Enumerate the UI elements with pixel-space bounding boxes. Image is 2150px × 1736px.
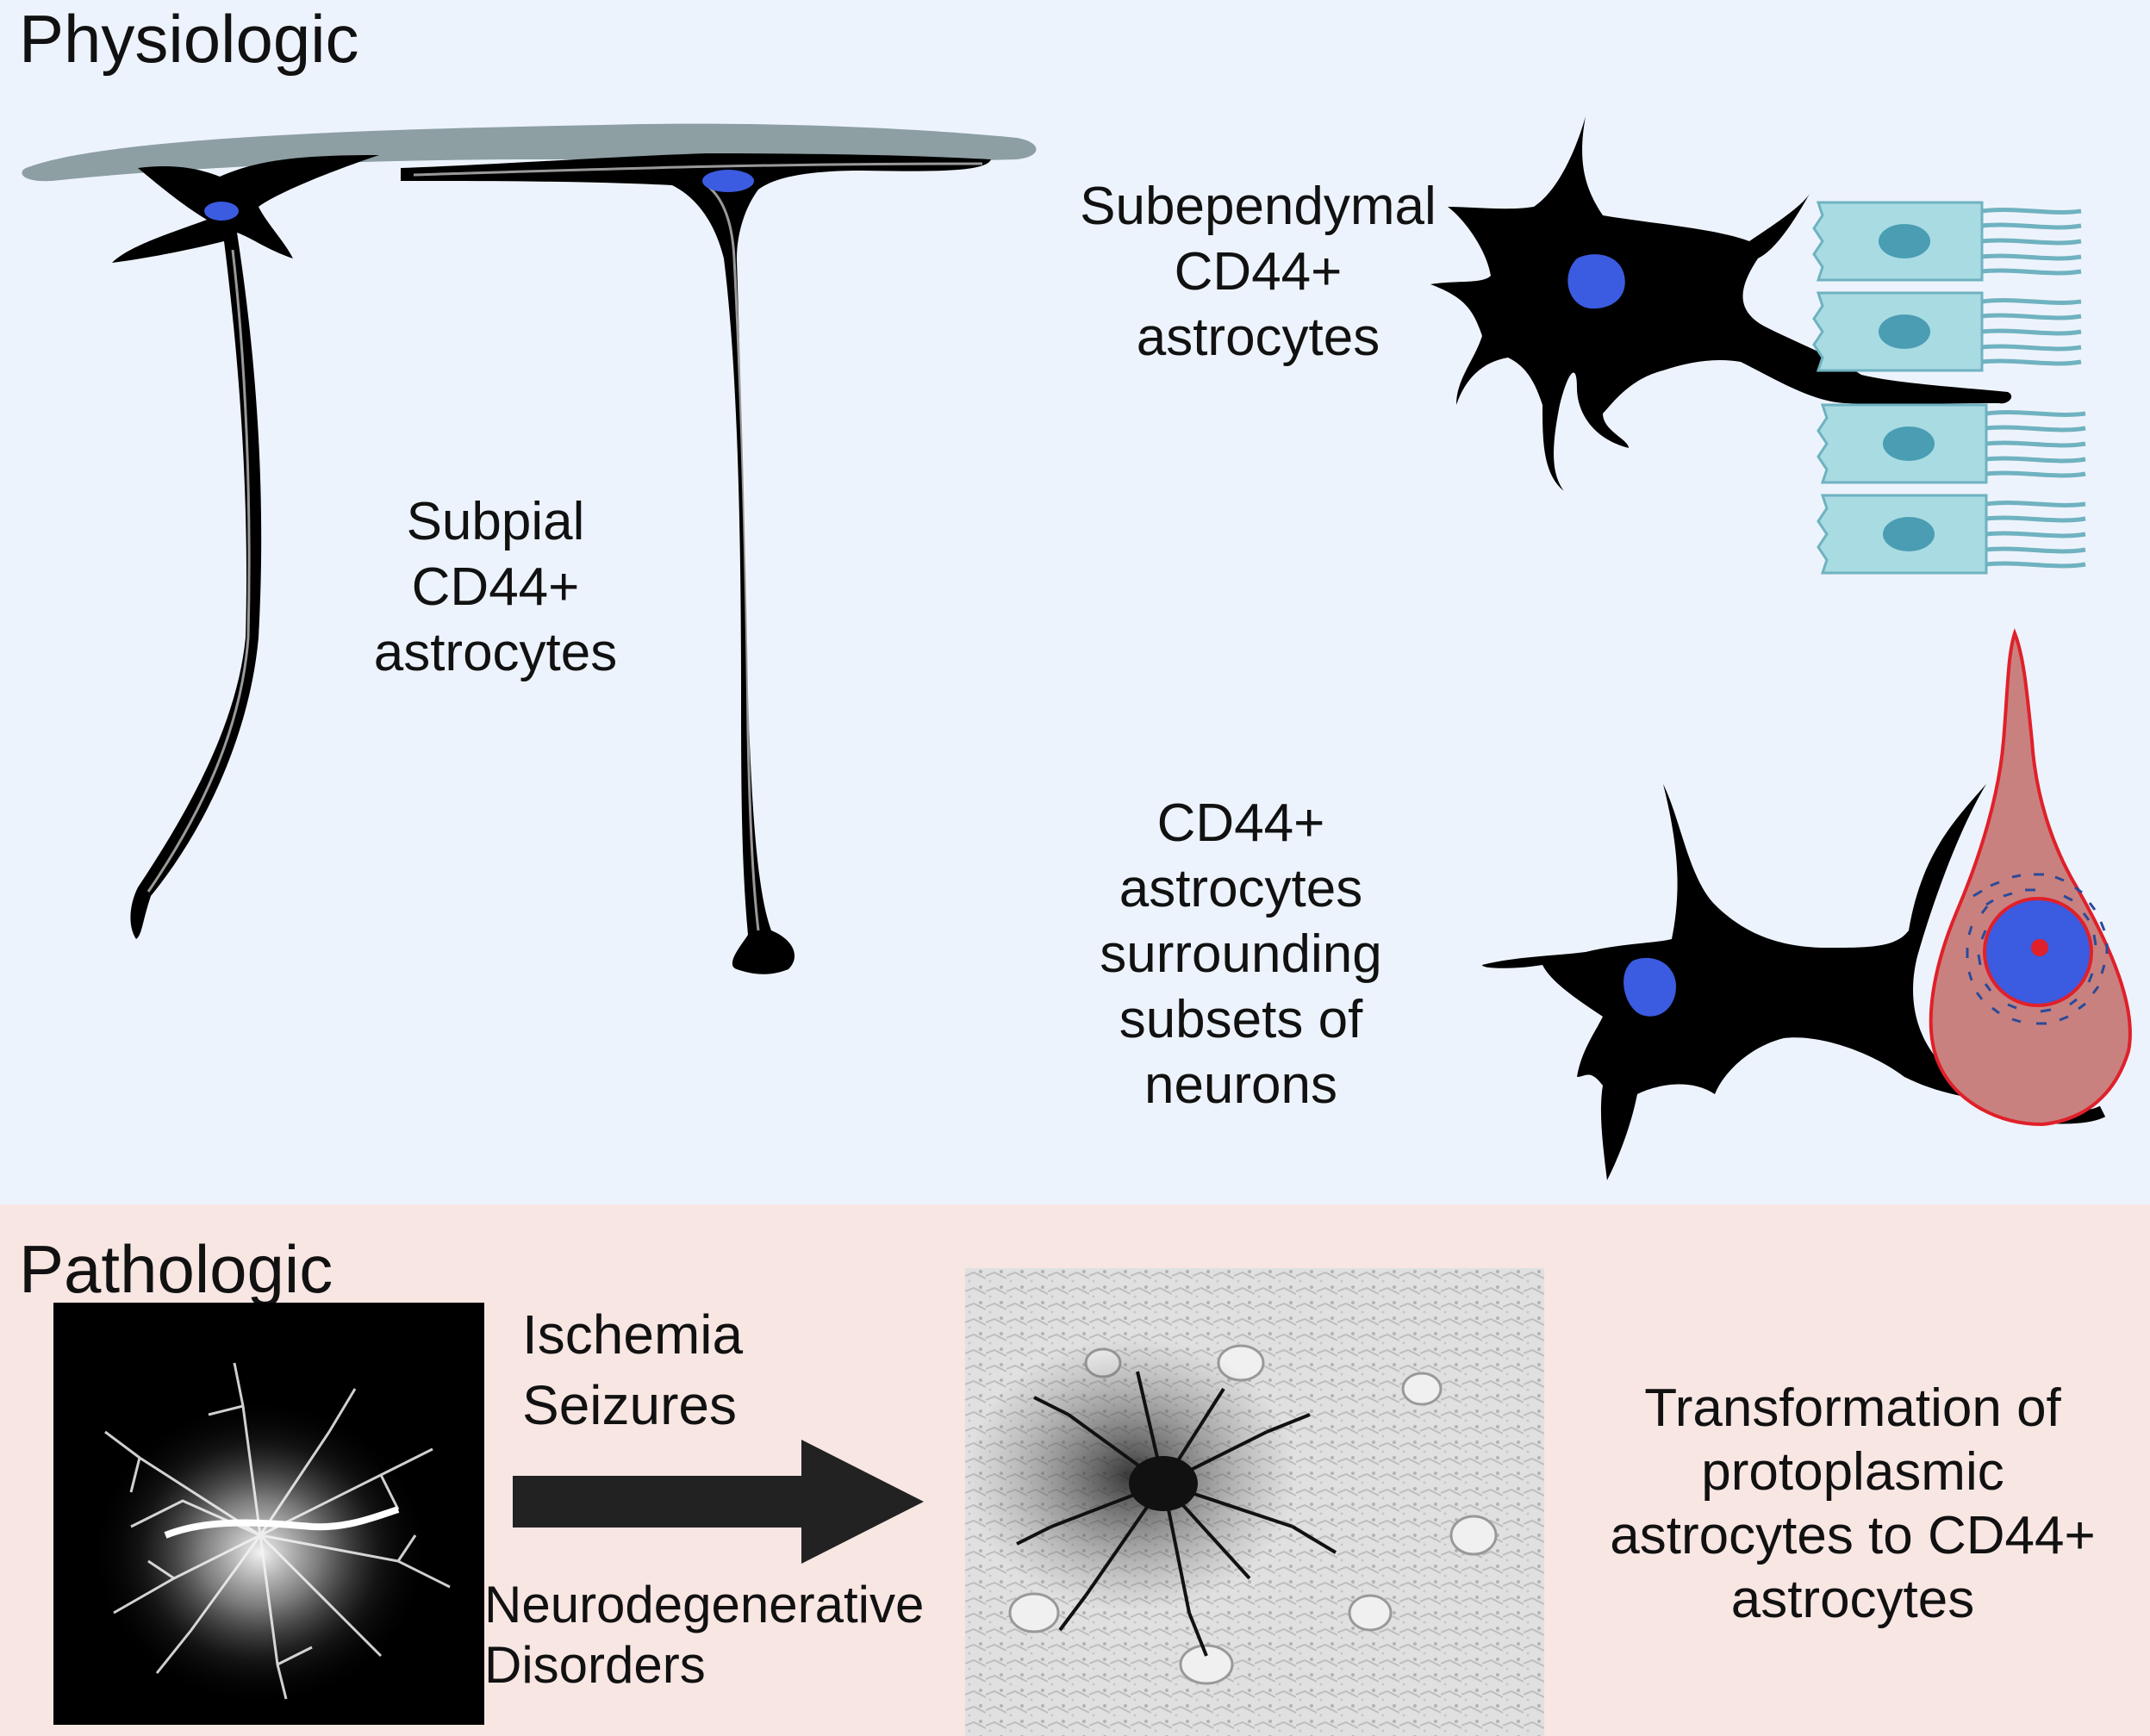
- subependymal-astrocyte-icon: [1430, 116, 2012, 491]
- neuron-label-line: CD44+: [1156, 793, 1325, 853]
- insult-ischemia: Ischemia: [522, 1304, 744, 1366]
- neuron-label: CD44+ astrocytes surrounding subsets of …: [1060, 791, 1422, 1118]
- result-label: Transformation of protoplasmic astrocyte…: [1568, 1377, 2137, 1632]
- subpial-nucleus-2: [702, 170, 754, 192]
- neuron-label-line: neurons: [1144, 1055, 1338, 1115]
- subpial-label-line: CD44+: [411, 557, 580, 617]
- result-label-line: astrocytes to CD44+: [1610, 1506, 2096, 1565]
- neuron-label-line: astrocytes: [1119, 859, 1363, 918]
- subependymal-label-line: Subependymal: [1080, 177, 1436, 236]
- subependymal-nucleus: [1567, 254, 1625, 309]
- pathologic-title: Pathologic: [19, 1231, 333, 1307]
- astrocyte-processes: [104, 1362, 451, 1700]
- result-label-line: protoplasmic: [1701, 1442, 2004, 1502]
- subependymal-label-line: CD44+: [1174, 242, 1343, 302]
- physiologic-title: Physiologic: [19, 1, 359, 77]
- insult-neurodegenerative: Neurodegenerative: [484, 1576, 925, 1633]
- physiologic-illustration: [22, 116, 2132, 1180]
- subpial-astrocyte-icon: [112, 155, 379, 939]
- insult-seizures: Seizures: [522, 1374, 737, 1436]
- ependymal-cell-icon: [1812, 291, 2082, 372]
- pia-mater: [22, 123, 1037, 182]
- subependymal-label-line: astrocytes: [1136, 308, 1380, 367]
- insult-label-top: Ischemia Seizures: [522, 1299, 832, 1440]
- subpial-label: Subpial CD44+ astrocytes: [327, 489, 664, 686]
- arrow-icon: [513, 1440, 924, 1564]
- fluorescent-astrocyte-image: [53, 1303, 484, 1725]
- perineuronal-nucleus: [1623, 957, 1676, 1017]
- ependymal-cell-icon: [1817, 494, 2086, 575]
- neuron-nucleolus: [2031, 939, 2048, 956]
- subependymal-label: Subependymal CD44+ astrocytes: [1051, 174, 1465, 370]
- subpial-label-line: Subpial: [406, 492, 585, 551]
- pathologic-panel: Pathologic: [0, 1204, 2150, 1736]
- subpial-nucleus-1: [204, 202, 239, 221]
- result-label-line: astrocytes: [1730, 1570, 1975, 1629]
- neuron-label-line: surrounding: [1100, 924, 1382, 984]
- ependymal-cell-icon: [1812, 201, 2082, 282]
- neuron-icon: [1929, 628, 2132, 1127]
- nissl-bodies: [1966, 873, 2109, 1025]
- cd44-stained-tissue-image: [965, 1268, 1544, 1736]
- subpial-astrocyte-icon: [401, 153, 991, 974]
- insult-label-bottom: Neurodegenerative Disorders: [484, 1575, 967, 1696]
- ependymal-cells: [1812, 201, 2086, 575]
- ependymal-cell-icon: [1817, 403, 2086, 484]
- physiologic-panel: Physiologic: [0, 0, 2150, 1204]
- insult-disorders: Disorders: [484, 1636, 706, 1694]
- subpial-label-line: astrocytes: [373, 623, 618, 682]
- result-label-line: Transformation of: [1644, 1378, 2061, 1438]
- neuron-label-line: subsets of: [1119, 990, 1363, 1049]
